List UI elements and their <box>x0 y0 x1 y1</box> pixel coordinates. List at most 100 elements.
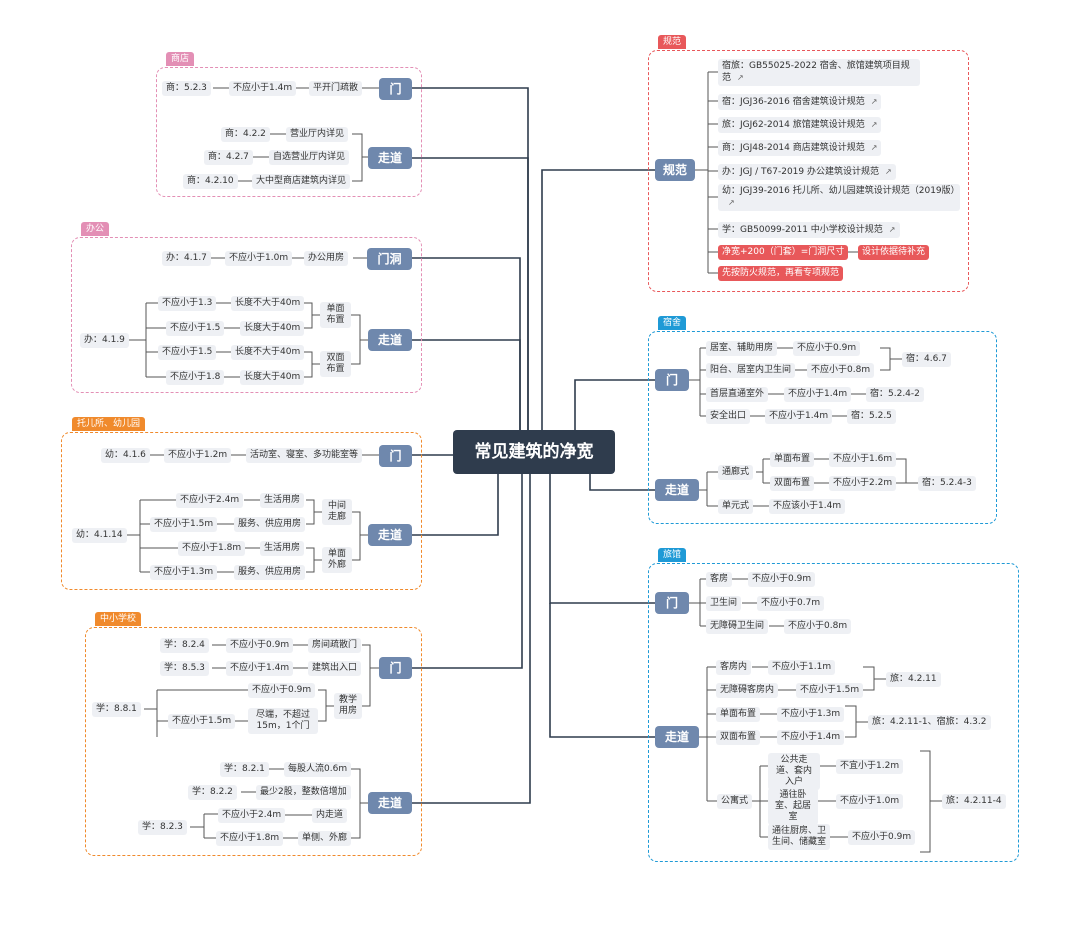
hotel-a3: 通往厨房、卫生间、储藏室 <box>768 824 830 850</box>
hotel-door-branch: 门 <box>655 592 689 614</box>
dorm-d4-req: 不应小于1.4m <box>765 409 833 424</box>
spec-s8: 净宽+200（门套）=门洞尺寸 <box>718 245 849 260</box>
hotel-c2: 无障碍客房内 <box>716 683 779 698</box>
dorm-corr-ref: 宿：5.2.4-3 <box>918 476 976 491</box>
spec-s7[interactable]: 学：GB50099-2011 中小学校设计规范 ↗ <box>718 222 900 238</box>
office-r3b: 长度不大于40m <box>231 345 305 360</box>
shop-door-branch: 门 <box>379 78 412 100</box>
shop-door-type: 平开门疏散 <box>309 81 363 96</box>
spec-tag: 规范 <box>658 35 687 49</box>
kinder-r3b: 生活用房 <box>260 541 305 556</box>
hotel-d2: 卫生间 <box>706 596 742 611</box>
office-r1b: 长度不大于40m <box>231 296 305 311</box>
school-tag: 中小学校 <box>95 612 142 626</box>
dorm-frame <box>648 331 997 524</box>
hotel-apt: 公寓式 <box>717 794 753 809</box>
dorm-d3-ref: 宿：5.2.4-2 <box>866 387 924 402</box>
office-door-req: 不应小于1.0m <box>225 251 293 266</box>
office-r4b: 长度大于40m <box>240 370 305 385</box>
external-link-icon[interactable]: ↗ <box>885 167 892 176</box>
dorm-d1-req: 不应小于0.9m <box>793 341 861 356</box>
spec-s3-text: 旅：JGJ62-2014 旅馆建筑设计规范 <box>722 120 865 130</box>
hotel-d3-req: 不应小于0.8m <box>784 619 852 634</box>
school-d2-ref: 学：8.5.3 <box>160 661 209 676</box>
school-d1-type: 房间疏散门 <box>308 638 362 653</box>
external-link-icon[interactable]: ↗ <box>888 225 896 234</box>
dorm-d2: 阳台、居室内卫生间 <box>706 363 796 378</box>
school-corridor-branch: 走道 <box>368 792 412 814</box>
spec-s4-text: 商：JGJ48-2014 商店建筑设计规范 <box>722 143 865 153</box>
hotel-c3-req: 不应小于1.3m <box>777 707 845 722</box>
spec-s2-text: 宿：JGJ36-2016 宿舍建筑设计规范 <box>722 97 865 107</box>
shop-door-ref: 商：5.2.3 <box>162 81 211 96</box>
external-link-icon[interactable]: ↗ <box>870 143 878 152</box>
hotel-c1-req: 不应小于1.1m <box>768 660 836 675</box>
hotel-a2: 通往卧室、起居室 <box>768 788 818 825</box>
shop-frame <box>156 67 422 197</box>
office-r4: 不应小于1.8 <box>166 370 225 385</box>
spec-s4[interactable]: 商：JGJ48-2014 商店建筑设计规范 ↗ <box>718 140 882 156</box>
office-door-branch: 门洞 <box>367 248 412 270</box>
spec-s2[interactable]: 宿：JGJ36-2016 宿舍建筑设计规范 ↗ <box>718 94 882 110</box>
school-d2-type: 建筑出入口 <box>308 661 362 676</box>
kinder-r4: 不应小于1.3m <box>150 565 218 580</box>
spec-branch: 规范 <box>655 159 695 181</box>
dorm-d1: 居室、辅助用房 <box>706 341 778 356</box>
office-ref: 办：4.1.9 <box>80 333 129 348</box>
school-d2-req: 不应小于1.4m <box>226 661 294 676</box>
office-r2b: 长度大于40m <box>240 321 305 336</box>
shop-tag: 商店 <box>166 52 195 66</box>
dorm-double-req: 不应小于2.2m <box>829 476 897 491</box>
kinder-door-type: 活动室、寝室、多功能室等 <box>246 448 363 463</box>
hotel-a2-req: 不应小于1.0m <box>836 794 904 809</box>
office-r2: 不应小于1.5 <box>166 321 225 336</box>
kinder-door-req: 不应小于1.2m <box>164 448 232 463</box>
external-link-icon[interactable]: ↗ <box>737 73 744 82</box>
dorm-door-branch: 门 <box>655 369 689 391</box>
hotel-a1: 公共走道、套内入户 <box>768 753 820 790</box>
hotel-c12-ref: 旅：4.2.11 <box>886 672 941 687</box>
hotel-frame <box>648 563 1019 862</box>
office-r1: 不应小于1.3 <box>158 296 217 311</box>
hotel-a1-req: 不宜小于1.2m <box>836 759 904 774</box>
hotel-c1: 客房内 <box>716 660 752 675</box>
spec-s6[interactable]: 幼：JGJ39-2016 托儿所、幼儿园建筑设计规范（2019版）↗ <box>718 184 960 211</box>
kinder-frame <box>61 432 422 590</box>
hotel-apt-ref: 旅：4.2.11-4 <box>942 794 1006 809</box>
hotel-d2-req: 不应小于0.7m <box>757 596 825 611</box>
hotel-c4-req: 不应小于1.4m <box>777 730 845 745</box>
hotel-a3-req: 不应小于0.9m <box>848 830 916 845</box>
school-d3-req: 不应小于0.9m <box>248 683 316 698</box>
dorm-d4: 安全出口 <box>706 409 751 424</box>
school-d1-req: 不应小于0.9m <box>226 638 294 653</box>
school-d3-ref: 学：8.8.1 <box>92 702 141 717</box>
external-link-icon[interactable]: ↗ <box>728 198 735 207</box>
external-link-icon[interactable]: ↗ <box>870 97 878 106</box>
external-link-icon[interactable]: ↗ <box>870 120 878 129</box>
office-double: 双面布置 <box>320 351 351 377</box>
school-c3-text: 内走道 <box>312 808 348 823</box>
spec-s5-text: 办：JGJ / T67-2019 办公建筑设计规范 <box>722 167 879 177</box>
spec-s1[interactable]: 宿旅：GB55025-2022 宿舍、旅馆建筑项目规范↗ <box>718 59 920 86</box>
kinder-r1b: 生活用房 <box>260 493 305 508</box>
hotel-c2-req: 不应小于1.5m <box>796 683 864 698</box>
dorm-d3-req: 不应小于1.4m <box>784 387 852 402</box>
office-frame <box>71 237 422 393</box>
school-teach: 教学用房 <box>334 693 362 719</box>
school-c3-req: 不应小于2.4m <box>218 808 286 823</box>
school-c2-ref: 学：8.2.2 <box>188 785 237 800</box>
shop-c1-ref: 商：4.2.2 <box>221 127 270 142</box>
spec-s5[interactable]: 办：JGJ / T67-2019 办公建筑设计规范 ↗ <box>718 164 896 180</box>
office-door-ref: 办：4.1.7 <box>162 251 211 266</box>
school-d1-ref: 学：8.2.4 <box>160 638 209 653</box>
spec-s3[interactable]: 旅：JGJ62-2014 旅馆建筑设计规范 ↗ <box>718 117 882 133</box>
dorm-d4-ref: 宿：5.2.5 <box>847 409 896 424</box>
spec-s7-text: 学：GB50099-2011 中小学校设计规范 <box>722 225 883 235</box>
dorm-tag: 宿舍 <box>658 316 687 330</box>
hotel-d1: 客房 <box>706 572 733 587</box>
office-r3: 不应小于1.5 <box>158 345 217 360</box>
hotel-d1-req: 不应小于0.9m <box>748 572 816 587</box>
shop-corridor-branch: 走道 <box>368 147 412 169</box>
spec-s8b: 设计依据待补充 <box>858 245 930 260</box>
kinder-r2: 不应小于1.5m <box>150 517 218 532</box>
